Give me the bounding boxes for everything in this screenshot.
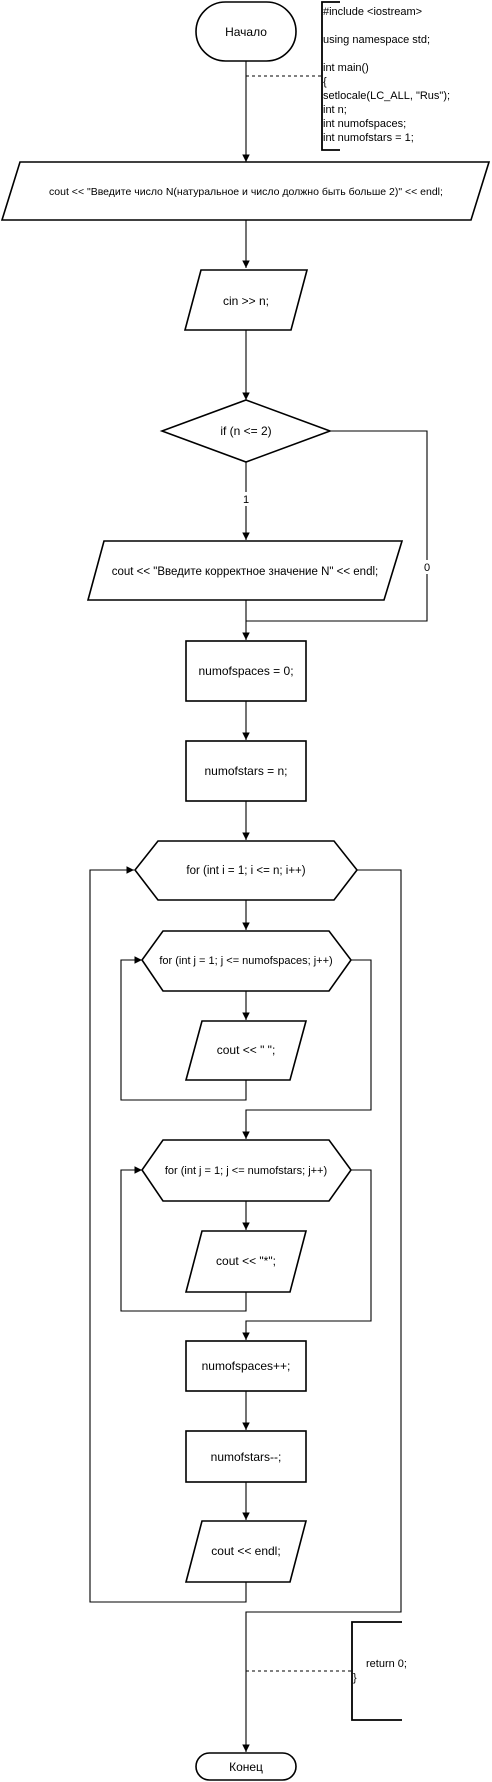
start-shape	[195, 1, 297, 62]
stars-loop-text: for (int j = 1; j <= numofstars; j++)	[165, 1165, 327, 1177]
edge-stars-loop-exit	[242, 1169, 372, 1340]
end-shape	[195, 1752, 297, 1781]
epilogue-annotation: return 0; }	[351, 1621, 407, 1721]
preamble-line: int main()	[323, 62, 369, 74]
print-space-shape	[184, 1020, 308, 1081]
preamble-line: using namespace std;	[323, 34, 430, 46]
outer-loop-text: for (int i = 1; i <= n; i++)	[186, 865, 305, 877]
inc-spaces-shape	[185, 1340, 307, 1392]
dec-stars-shape	[185, 1430, 307, 1483]
stars-loop-node: for (int j = 1; j <= numofstars; j++)	[141, 1139, 352, 1202]
epilogue-bracket	[351, 1621, 402, 1721]
preamble-line: {	[323, 76, 327, 88]
dec-stars-text: numofstars--;	[211, 1450, 282, 1464]
stars-loop-shape	[141, 1139, 352, 1202]
read-input-node: cin >> n;	[183, 269, 309, 331]
preamble-line: int numofstars = 1;	[323, 132, 414, 144]
edge-spaces-loop-back	[120, 956, 247, 1101]
connectors: 1 0	[89, 61, 435, 1752]
prompt-output-shape	[0, 161, 491, 221]
outer-loop-shape	[133, 840, 359, 901]
edge-stars-loop-back	[120, 1166, 247, 1312]
epilogue-line: }	[353, 1672, 357, 1684]
assign-spaces-node: numofspaces = 0;	[185, 640, 307, 702]
spaces-loop-shape	[141, 930, 352, 992]
outer-loop-node: for (int i = 1; i <= n; i++)	[133, 840, 359, 901]
read-input-text: cin >> n;	[223, 294, 269, 308]
start-label: Начало	[225, 25, 267, 39]
condition-text: if (n <= 2)	[220, 424, 271, 438]
assign-spaces-text: numofspaces = 0;	[198, 664, 293, 678]
print-endl-text: cout << endl;	[211, 1544, 280, 1558]
preamble-line: int n;	[323, 104, 347, 116]
print-star-node: cout << "*";	[184, 1230, 308, 1293]
preamble-bracket	[321, 1, 340, 151]
print-endl-shape	[184, 1520, 308, 1583]
end-label: Конец	[229, 1760, 263, 1774]
start-terminator: Начало	[195, 1, 297, 62]
print-star-shape	[184, 1230, 308, 1293]
print-space-node: cout << " ";	[184, 1020, 308, 1081]
assign-stars-shape	[185, 740, 307, 802]
edge-spaces-loop-exit	[242, 959, 372, 1139]
assign-stars-node: numofstars = n;	[185, 740, 307, 802]
edge-outer-loop-back	[89, 866, 247, 1603]
end-terminator: Конец	[195, 1752, 297, 1781]
preamble-line: setlocale(LC_ALL, "Rus");	[323, 90, 450, 102]
label-bg-true	[238, 492, 254, 506]
assign-stars-text: numofstars = n;	[204, 764, 287, 778]
epilogue-line: return 0;	[366, 1658, 407, 1670]
prompt-output-text: cout << "Введите число N(натуральное и ч…	[49, 186, 443, 198]
read-input-shape	[183, 269, 309, 331]
preamble-line: int numofspaces;	[323, 118, 406, 130]
label-bg-false	[419, 560, 435, 574]
print-star-text: cout << "*";	[216, 1254, 276, 1268]
preamble-line: #include <iostream>	[323, 6, 422, 18]
branch-false-label: 0	[424, 562, 430, 574]
edge-outer-loop-exit	[242, 869, 402, 1752]
inc-spaces-node: numofspaces++;	[185, 1340, 307, 1392]
spaces-loop-text: for (int j = 1; j <= numofspaces; j++)	[159, 955, 332, 967]
spaces-loop-node: for (int j = 1; j <= numofspaces; j++)	[141, 930, 352, 992]
error-output-node: cout << "Введите корректное значение N" …	[86, 540, 404, 601]
assign-spaces-shape	[185, 640, 307, 702]
prompt-output-node: cout << "Введите число N(натуральное и ч…	[0, 161, 491, 221]
condition-shape	[159, 399, 333, 463]
print-space-text: cout << " ";	[217, 1043, 276, 1057]
error-output-text: cout << "Введите корректное значение N" …	[112, 566, 378, 578]
dec-stars-node: numofstars--;	[185, 1430, 307, 1483]
print-endl-node: cout << endl;	[184, 1520, 308, 1583]
branch-true-label: 1	[243, 494, 249, 506]
preamble-annotation: #include <iostream> using namespace std;…	[321, 1, 450, 151]
condition-node: if (n <= 2)	[159, 399, 333, 463]
inc-spaces-text: numofspaces++;	[202, 1359, 291, 1373]
edge-condition-false	[246, 430, 428, 622]
error-output-shape	[86, 540, 404, 601]
